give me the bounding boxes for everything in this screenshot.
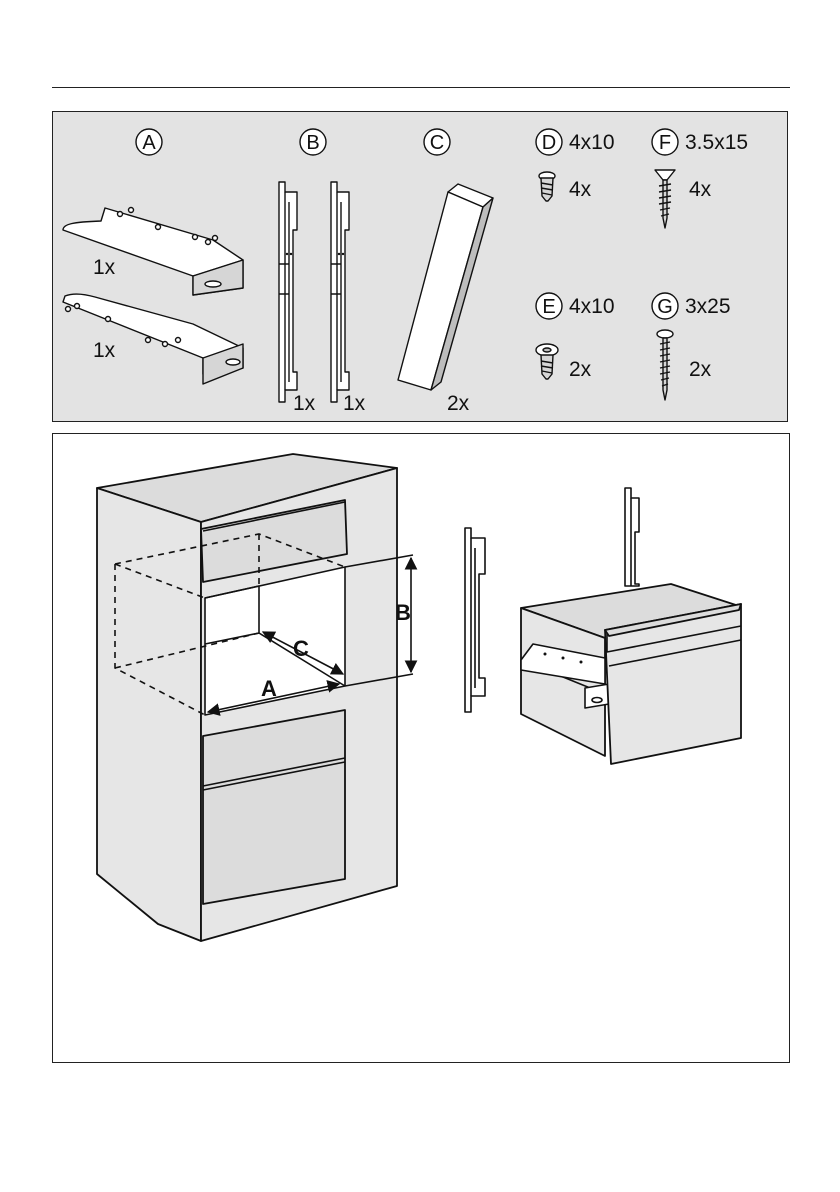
parts-panel: .ln { fill: none; stroke: #111; stroke-w… (52, 111, 788, 422)
installation-diagram: .ln2 { fill: none; stroke: #111; stroke-… (53, 434, 791, 1064)
panel-c-icon (398, 184, 493, 390)
part-g-size: 3x25 (685, 295, 731, 318)
part-f-label: F (652, 129, 678, 155)
side-rail-icon (465, 528, 485, 712)
svg-text:C: C (430, 132, 444, 154)
part-e-qty: 2x (569, 358, 592, 381)
bracket-a-lower-icon (63, 294, 243, 384)
part-d-qty: 4x (569, 178, 592, 201)
part-b-label: B (300, 129, 326, 155)
svg-text:B: B (306, 132, 319, 154)
svg-text:A: A (142, 132, 156, 154)
screw-g-icon (657, 330, 673, 400)
installation-panel: .ln2 { fill: none; stroke: #111; stroke-… (52, 433, 790, 1063)
part-e-size: 4x10 (569, 295, 615, 318)
part-a-qty-1: 1x (93, 256, 116, 279)
screw-f-icon (655, 170, 675, 228)
dimension-a-label: A (261, 676, 277, 701)
screw-e-icon (536, 344, 558, 379)
tall-cabinet (97, 454, 413, 941)
svg-text:G: G (657, 296, 673, 318)
appliance-icon (521, 584, 741, 764)
svg-text:D: D (542, 132, 556, 154)
part-b-qty-1: 1x (293, 392, 316, 415)
part-b-qty-2: 1x (343, 392, 366, 415)
part-g-qty: 2x (689, 358, 712, 381)
header-rule (52, 87, 790, 88)
part-e-label: E (536, 293, 562, 319)
svg-text:F: F (659, 132, 671, 154)
part-d-label: D (536, 129, 562, 155)
part-c-label: C (424, 129, 450, 155)
bracket-a-upper-icon (63, 208, 243, 296)
part-a-label: A (136, 129, 162, 155)
appliance-rail-icon (625, 488, 639, 586)
parts-diagram: .ln { fill: none; stroke: #111; stroke-w… (53, 112, 789, 423)
rail-b-right-icon (331, 182, 349, 402)
part-c-qty: 2x (447, 392, 470, 415)
rail-b-left-icon (279, 182, 297, 402)
svg-text:E: E (542, 296, 555, 318)
part-f-qty: 4x (689, 178, 712, 201)
part-f-size: 3.5x15 (685, 131, 748, 154)
screw-d-icon (539, 172, 555, 201)
part-a-qty-2: 1x (93, 339, 116, 362)
part-g-label: G (652, 293, 678, 319)
dimension-c-label: C (293, 636, 309, 661)
part-d-size: 4x10 (569, 131, 615, 154)
dimension-b-label: B (395, 600, 411, 625)
